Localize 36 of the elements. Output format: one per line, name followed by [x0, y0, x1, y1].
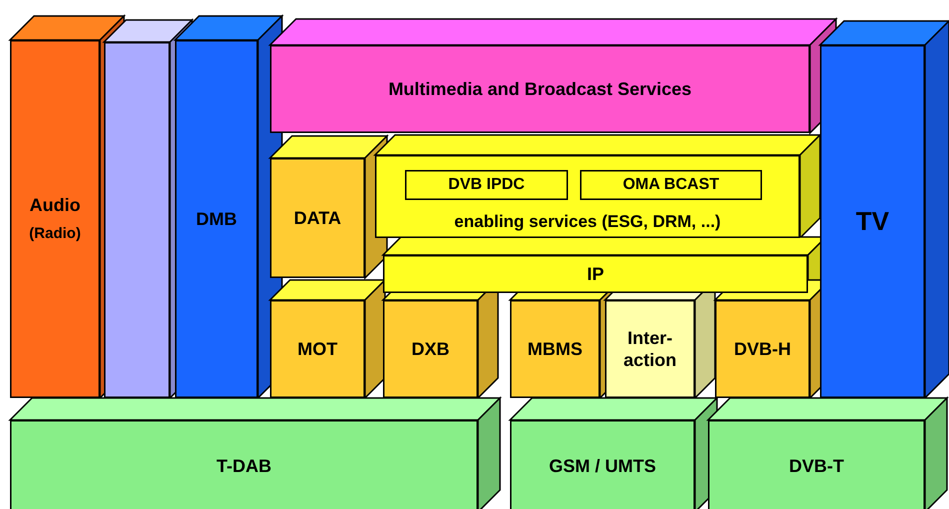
block-label: Inter- action — [622, 326, 678, 372]
block-label: GSM / UMTS — [548, 454, 657, 478]
layer-block — [708, 420, 925, 509]
empty-block — [104, 42, 170, 398]
block-label: TV — [854, 205, 890, 238]
layer-block — [270, 45, 810, 133]
layer-block — [715, 300, 810, 398]
block-label: Multimedia and Broadcast Services — [387, 78, 693, 100]
block-label: enabling services (ESG, DRM, ...) — [453, 210, 722, 232]
block-label: MBMS — [526, 338, 584, 360]
block-label: DMB — [195, 208, 238, 230]
layer-block — [10, 40, 100, 398]
block-label: DVB-T — [788, 454, 845, 478]
layer-block — [270, 158, 365, 278]
block-label: DVB-H — [733, 338, 792, 360]
layer-block — [270, 300, 365, 398]
block-label: (Radio) — [28, 224, 82, 244]
layer-block — [10, 420, 478, 509]
block-label: MOT — [296, 338, 338, 360]
layer-block — [820, 45, 925, 398]
layer-block — [383, 300, 478, 398]
block-label: Audio — [28, 194, 82, 217]
layer-block — [375, 155, 800, 238]
layer-block — [383, 255, 808, 293]
block-label: IP — [586, 262, 605, 286]
layer-block — [605, 300, 695, 398]
block-label: OMA BCAST — [622, 175, 720, 195]
block-label: DXB — [410, 338, 450, 360]
label-box — [580, 170, 762, 200]
block-label: DVB IPDC — [447, 175, 526, 195]
block-label: T-DAB — [216, 454, 272, 478]
layer-block — [510, 420, 695, 509]
label-box — [405, 170, 568, 200]
layer-block — [510, 300, 600, 398]
layer-block — [175, 40, 258, 398]
block-label: DATA — [292, 206, 342, 230]
